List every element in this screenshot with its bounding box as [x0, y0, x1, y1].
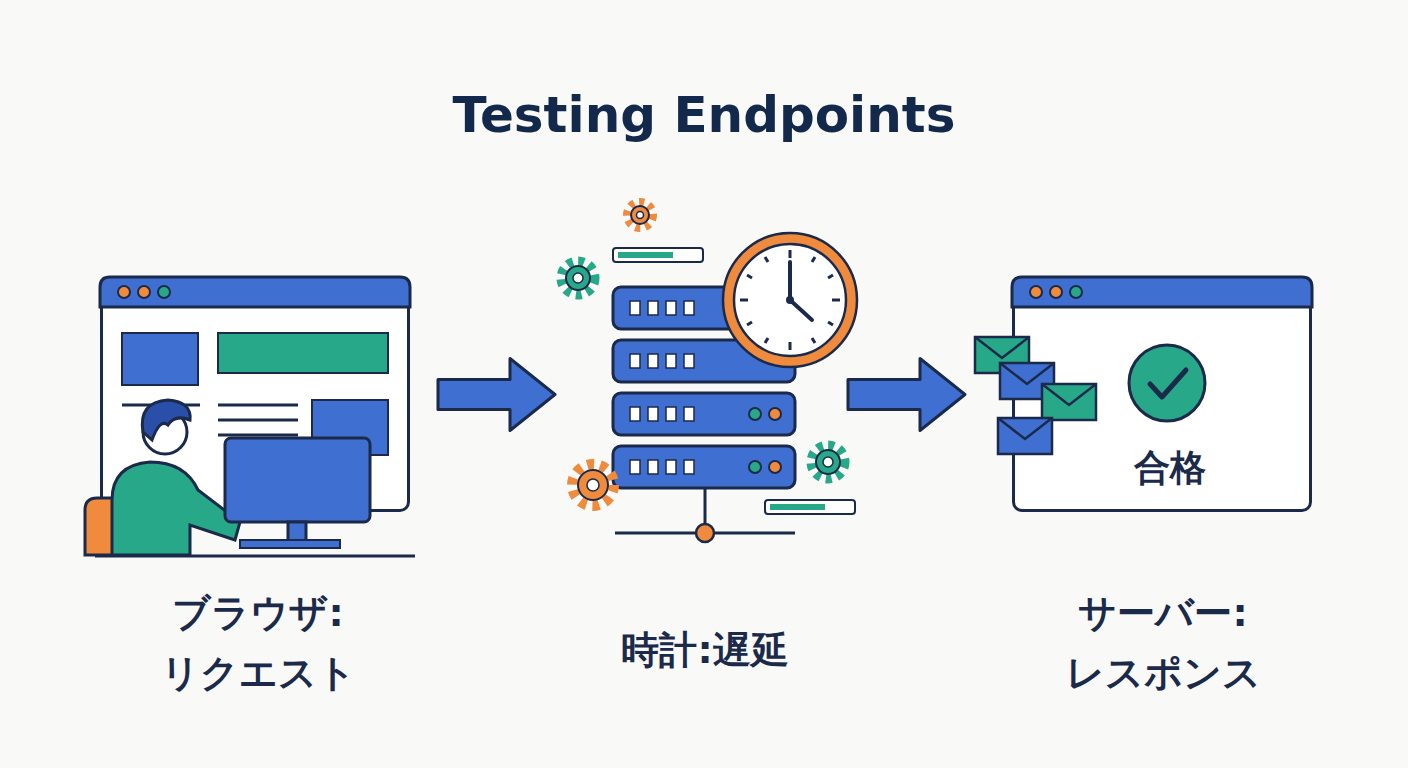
- clock-icon: [723, 233, 857, 367]
- browser-window: ブラウザ: リクエスト: [100, 277, 410, 512]
- server-unit: [613, 340, 795, 382]
- server-unit: [613, 287, 795, 329]
- gear-icon: [627, 202, 653, 228]
- node-caption: ブラウザ: リクエスト: [88, 583, 428, 703]
- status-dot: [749, 408, 761, 420]
- network-line: [615, 532, 795, 535]
- status-text: 合格: [1070, 443, 1270, 493]
- server-stack: 時計:遅延: [575, 200, 830, 540]
- gear-icon: [811, 445, 845, 479]
- progress-fill: [618, 252, 673, 258]
- status-dot: [769, 408, 781, 420]
- node-caption: 時計:遅延: [535, 620, 875, 680]
- flow-arrow: [848, 359, 965, 431]
- server-cable: [704, 488, 707, 524]
- progress-bar: [765, 500, 855, 514]
- server-unit: [613, 393, 795, 435]
- gear-icon: [572, 464, 614, 506]
- node-caption: サーバー: レスポンス: [993, 583, 1333, 703]
- monitor-stand: [288, 522, 306, 544]
- desk-line: [95, 555, 415, 558]
- response-window: 合格サーバー: レスポンス: [1012, 277, 1312, 512]
- diagram-title: Testing Endpoints: [0, 85, 1408, 145]
- gear-icon: [561, 261, 595, 295]
- network-node: [696, 524, 714, 542]
- server-lights: [630, 301, 694, 474]
- status-dot: [769, 461, 781, 473]
- server-unit: [613, 446, 795, 488]
- flow-arrow: [438, 359, 555, 431]
- keyboard: [240, 540, 340, 548]
- progress-bar: [613, 248, 703, 262]
- progress-fill: [770, 504, 825, 510]
- status-dot: [749, 461, 761, 473]
